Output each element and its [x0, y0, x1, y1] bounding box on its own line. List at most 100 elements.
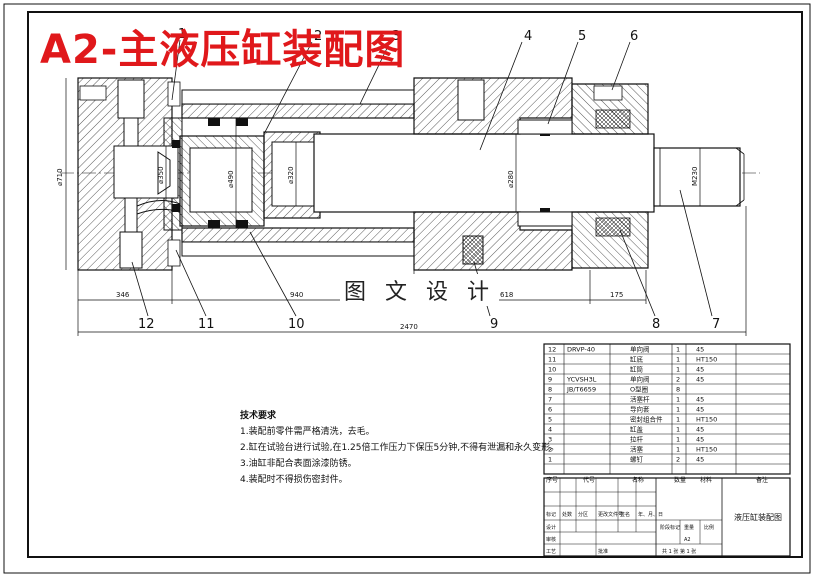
- table-cell-qty: 1: [676, 356, 680, 364]
- dim-2470: 2470: [400, 323, 418, 331]
- table-cell-no: 12: [548, 346, 556, 354]
- table-cell-qty: 2: [676, 456, 680, 464]
- table-cell-no: 8: [548, 386, 552, 394]
- table-cell-no: 11: [548, 356, 556, 364]
- table-cell-qty: 1: [676, 416, 680, 424]
- table-cell-material: 45: [696, 426, 704, 434]
- table-cell-name: 活塞杆: [630, 395, 650, 404]
- dimension-labels: 346 940 618 175 2470 ⌀710 ⌀490 ⌀320 ⌀280…: [56, 166, 699, 331]
- table-cell-name: 拉杆: [630, 435, 644, 444]
- table-cell-name: 缸底: [630, 355, 644, 364]
- balloon-11: 11: [198, 317, 215, 332]
- dim-350: ⌀350: [157, 166, 165, 184]
- guide-sleeve: [517, 83, 649, 269]
- dimension-lines: [65, 78, 747, 336]
- balloon-9: 9: [490, 317, 498, 332]
- table-cell-qty: 8: [676, 386, 680, 394]
- tb-sheet: 共 1 张 第 1 张: [662, 548, 696, 555]
- table-cell-qty: 1: [676, 366, 680, 374]
- table-header-cell: 序号: [546, 476, 558, 484]
- tb-change: 更改文件号: [598, 511, 623, 518]
- balloon-7: 7: [712, 317, 720, 332]
- balloon-5: 5: [578, 29, 586, 44]
- title-block-text: 标记 处数 分区 更改文件号 签名 年、月、日 设计 审核 工艺 批准 阶段标记…: [546, 511, 782, 555]
- table-cell-no: 4: [548, 426, 552, 434]
- cylinder-head: [413, 77, 573, 271]
- table-cell-material: 45: [696, 436, 704, 444]
- table-cell-qty: 1: [676, 396, 680, 404]
- table-cell-material: 45: [696, 346, 704, 354]
- table-cell-material: HT150: [696, 356, 717, 364]
- table-cell-material: 45: [696, 456, 704, 464]
- table-cell-material: HT150: [696, 446, 717, 454]
- tb-zone: 分区: [578, 511, 588, 518]
- tb-review: 审核: [546, 536, 556, 543]
- table-header-cell: 备注: [756, 476, 768, 484]
- balloon-labels: 1 2 3 4 5 6 7 8 9 10 11 12: [138, 27, 720, 332]
- dim-618: 618: [500, 291, 513, 299]
- table-cell-no: 10: [548, 366, 556, 374]
- table-cell-qty: 2: [676, 376, 680, 384]
- table-cell-name: 单向阀: [630, 375, 650, 384]
- balloon-10: 10: [288, 317, 305, 332]
- requirement-1: 1.装配前零件需严格清洗，去毛。: [240, 427, 375, 437]
- table-cell-material: 45: [696, 376, 704, 384]
- table-cell-no: 2: [548, 446, 552, 454]
- table-header-cell: 数量: [674, 476, 686, 484]
- dim-280: ⌀280: [507, 170, 515, 188]
- balloon-12: 12: [138, 317, 155, 332]
- table-cell-no: 5: [548, 416, 552, 424]
- balloon-3: 3: [392, 29, 400, 44]
- balloon-8: 8: [652, 317, 660, 332]
- leader-lines: [131, 39, 713, 317]
- table-cell-name: 密封组合件: [630, 415, 663, 424]
- requirement-3: 3.油缸非配合表面涂漆防锈。: [240, 459, 357, 469]
- table-cell-name: 单向阀: [630, 345, 650, 354]
- dim-346: 346: [116, 291, 130, 299]
- watermark: 图 文 设 计: [340, 274, 499, 306]
- title-block: [543, 477, 791, 557]
- tb-drawing-name: 液压缸装配图: [734, 512, 782, 522]
- table-cell-name: O型圈: [630, 385, 648, 394]
- table-cell-material: 45: [696, 396, 704, 404]
- tb-scale-value: A2: [684, 537, 691, 543]
- table-cell-no: 6: [548, 406, 552, 414]
- tb-approve: 批准: [598, 548, 608, 555]
- table-cell-qty: 1: [676, 346, 680, 354]
- requirements-title: 技术要求: [240, 411, 277, 421]
- table-cell-material: 45: [696, 406, 704, 414]
- table-cell-no: 3: [548, 436, 552, 444]
- table-cell-qty: 1: [676, 436, 680, 444]
- table-cell-no: 1: [548, 456, 552, 464]
- dim-490: ⌀490: [227, 170, 235, 188]
- table-cell-qty: 1: [676, 446, 680, 454]
- table-cell-code: YCVSH3L: [566, 376, 597, 384]
- cylinder-bottom: [77, 77, 183, 271]
- balloon-6: 6: [630, 29, 638, 44]
- table-cell-name: 缸筒: [630, 365, 644, 374]
- tb-craft: 工艺: [546, 549, 556, 555]
- table-header-cell: 名称: [632, 476, 644, 484]
- table-header-cell: 材料: [700, 476, 712, 484]
- tb-stage: 阶段标记: [660, 524, 680, 531]
- table-cell-qty: 1: [676, 406, 680, 414]
- table-cell-name: 螺钉: [630, 455, 644, 464]
- inner-frame: [27, 11, 803, 558]
- balloon-2: 2: [314, 29, 322, 44]
- table-cell-code: JB/T6659: [566, 386, 596, 394]
- table-cell-name: 缸盖: [630, 425, 644, 434]
- table-cell-code: DRVP-40: [567, 346, 595, 354]
- piston: [172, 118, 321, 228]
- balloon-4: 4: [524, 29, 532, 44]
- tb-design: 设计: [546, 524, 556, 531]
- tb-scale: 比例: [704, 524, 714, 531]
- table-cell-material: 45: [696, 366, 704, 374]
- cylinder-tube: [181, 89, 415, 257]
- tb-sign: 签名: [620, 511, 630, 518]
- piston-rod: [313, 133, 745, 213]
- dim-710: ⌀710: [56, 168, 64, 186]
- table-cell-material: HT150: [696, 416, 717, 424]
- table-header-cell: 代号: [583, 476, 595, 484]
